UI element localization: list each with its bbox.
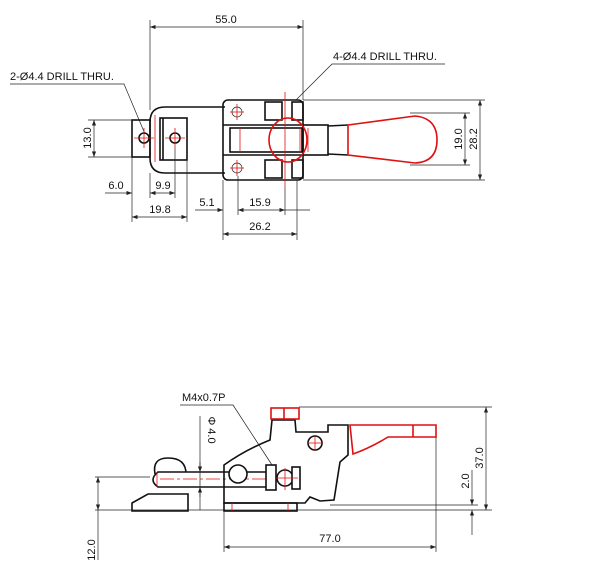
dim-hook-height-side: 12.0 <box>86 539 98 560</box>
note-body-holes: 4-Ø4.4 DRILL THRU. <box>333 51 437 63</box>
dim-hook-height: 13.0 <box>82 127 94 148</box>
dim-body-hole-spacing: 15.9 <box>249 197 270 209</box>
note-hook-holes: 2-Ø4.4 DRILL THRU. <box>10 71 114 83</box>
dim-rod-diameter: Φ 4.0 <box>205 416 217 443</box>
note-thread: M4x0.7P <box>182 392 225 404</box>
hook <box>131 493 189 512</box>
handle-latch <box>270 407 300 420</box>
dim-body-length: 26.2 <box>249 221 270 233</box>
dim-base-length: 77.0 <box>319 533 340 545</box>
hook-block <box>131 119 151 158</box>
dim-hook-hole-spacing: 9.9 <box>155 180 170 192</box>
dim-base-thickness: 2.0 <box>460 473 472 488</box>
dim-hook-length: 19.8 <box>149 204 170 216</box>
dim-body-offset: 5.1 <box>199 197 214 209</box>
dim-inner-width: 19.0 <box>453 128 465 149</box>
top-view: 55.0 4-Ø4.4 DRILL THRU. 2-Ø4.4 DRILL THR… <box>10 14 485 240</box>
handle-lever <box>349 424 437 456</box>
clamp-arm <box>149 106 225 174</box>
handle-ball <box>268 117 308 163</box>
rod <box>152 471 276 488</box>
base-plate <box>223 502 298 512</box>
clamp-body-side <box>223 419 349 504</box>
dim-overall-height: 37.0 <box>474 447 486 468</box>
dim-hook-offset: 6.0 <box>108 180 123 192</box>
dim-overall-length: 55.0 <box>215 14 236 26</box>
side-view: M4x0.7P Φ 4.0 12.0 77.0 2.0 37.0 <box>86 392 492 561</box>
handle-grip <box>347 115 438 164</box>
dim-outer-width: 28.2 <box>468 128 480 149</box>
